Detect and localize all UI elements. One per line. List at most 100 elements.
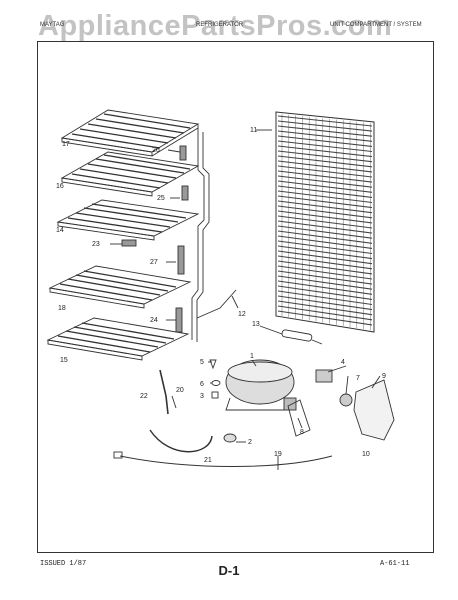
condenser-tube-row <box>277 240 373 255</box>
evaporator-shelf-15 <box>46 317 190 361</box>
condenser-tube-row <box>277 205 373 219</box>
condenser-tube-row <box>277 145 373 158</box>
condenser-tube-row <box>277 290 373 306</box>
process-tube-22 <box>159 369 169 415</box>
condenser-tube-row <box>277 275 373 290</box>
callout-20: 20 <box>176 387 184 394</box>
condenser-tube-row <box>277 125 373 137</box>
watermark: AppliancePartsPros.com <box>38 10 393 42</box>
issued-date: ISSUED 1/87 <box>40 560 87 568</box>
condenser-tube-row <box>277 170 373 183</box>
mounting-bracket-8 <box>287 399 311 437</box>
condenser-tube-row <box>277 140 373 153</box>
callout-7: 7 <box>356 375 360 382</box>
condenser-tube-row <box>277 305 373 321</box>
callout-4: 4 <box>341 359 345 366</box>
callout-14: 14 <box>56 227 64 234</box>
condenser-coil-11 <box>275 111 375 333</box>
condenser-tube-row <box>277 195 373 209</box>
callout-2: 2 <box>248 439 252 446</box>
page-number: D-1 <box>218 563 240 578</box>
condenser-tube-row <box>277 150 373 163</box>
condenser-tube-row <box>277 265 373 280</box>
condenser-tube-row <box>277 310 373 326</box>
condenser-tube-row <box>277 155 373 168</box>
callout-23: 23 <box>92 241 100 248</box>
wire-connector <box>113 451 123 459</box>
compressor-1 <box>225 359 297 411</box>
callout-8: 8 <box>300 429 304 436</box>
callout-3: 3 <box>200 393 204 400</box>
washer-6 <box>211 380 221 386</box>
screw-5 <box>209 359 217 370</box>
header-right: UNIT COMPARTMENT / SYSTEM <box>330 22 422 28</box>
condenser-tube-row <box>277 115 373 127</box>
callout-10: 10 <box>362 451 370 458</box>
callout-24: 24 <box>150 317 158 324</box>
condenser-tube-row <box>277 190 373 204</box>
condenser-tube-row <box>277 235 373 249</box>
condenser-tube-row <box>277 270 373 285</box>
condenser-tube-row <box>277 295 373 311</box>
terminal-cover-10 <box>353 379 395 441</box>
callout-16: 16 <box>56 183 64 190</box>
evaporator-shelf-14 <box>56 199 200 241</box>
diagram-frame <box>37 41 434 553</box>
callout-18: 18 <box>58 305 66 312</box>
callout-1: 1 <box>250 353 254 360</box>
condenser-tube-row <box>277 135 373 147</box>
condenser-tube-row <box>277 175 373 188</box>
relay-4 <box>315 369 333 383</box>
overload-7 <box>339 393 353 407</box>
condenser-tube-row <box>277 130 373 142</box>
condenser-tube-row <box>277 185 373 198</box>
condenser-tube-row <box>277 280 373 295</box>
condenser-tube-row <box>277 245 373 260</box>
condenser-tube-row <box>277 260 373 275</box>
condenser-tube-row <box>277 220 373 234</box>
condenser-tube-row <box>277 180 373 193</box>
evaporator-shelf-17 <box>60 109 200 157</box>
callout-27: 27 <box>150 259 158 266</box>
condenser-tube-row <box>277 210 373 224</box>
header-left: MAYTAG <box>40 22 65 28</box>
connecting-tube <box>191 128 205 340</box>
condenser-tube-row <box>277 215 373 229</box>
condenser-tube-row <box>277 250 373 265</box>
callout-17: 17 <box>62 141 70 148</box>
callout-12: 12 <box>238 311 246 318</box>
suction-line-12 <box>196 289 237 319</box>
clip-25 <box>181 185 189 201</box>
condenser-tube-row <box>277 230 373 244</box>
condenser-tube-row <box>277 160 373 173</box>
condenser-tube-row <box>277 165 373 178</box>
callout-25: 25 <box>157 195 165 202</box>
tube-20 <box>171 395 177 409</box>
grommet-3 <box>211 391 219 399</box>
condenser-tube-row <box>277 200 373 214</box>
header-center: REFRIGERATOR <box>196 22 244 28</box>
drain-hose-21 <box>149 429 213 453</box>
callout-17-condenser: 11 <box>250 127 257 134</box>
condenser-tube-row <box>277 225 373 239</box>
clip-24 <box>175 307 183 333</box>
condenser-tube-row <box>277 255 373 270</box>
clip-23 <box>121 239 137 247</box>
callout-13: 13 <box>252 321 260 328</box>
drier-13 <box>281 329 313 342</box>
grommet-2 <box>223 433 237 443</box>
callout-5: 5 <box>200 359 204 366</box>
condenser-tube-row <box>277 300 373 316</box>
evaporator-shelf-16 <box>60 151 200 197</box>
clip-27 <box>177 245 185 275</box>
callout-15: 15 <box>60 357 68 364</box>
condenser-tube-row <box>277 120 373 132</box>
callout-26: 26 <box>152 147 160 154</box>
callout-21: 21 <box>204 457 212 464</box>
callout-22: 22 <box>140 393 148 400</box>
document-code: A-61-11 <box>380 560 410 568</box>
callout-19: 19 <box>274 451 282 458</box>
condenser-tube-row <box>277 285 373 300</box>
